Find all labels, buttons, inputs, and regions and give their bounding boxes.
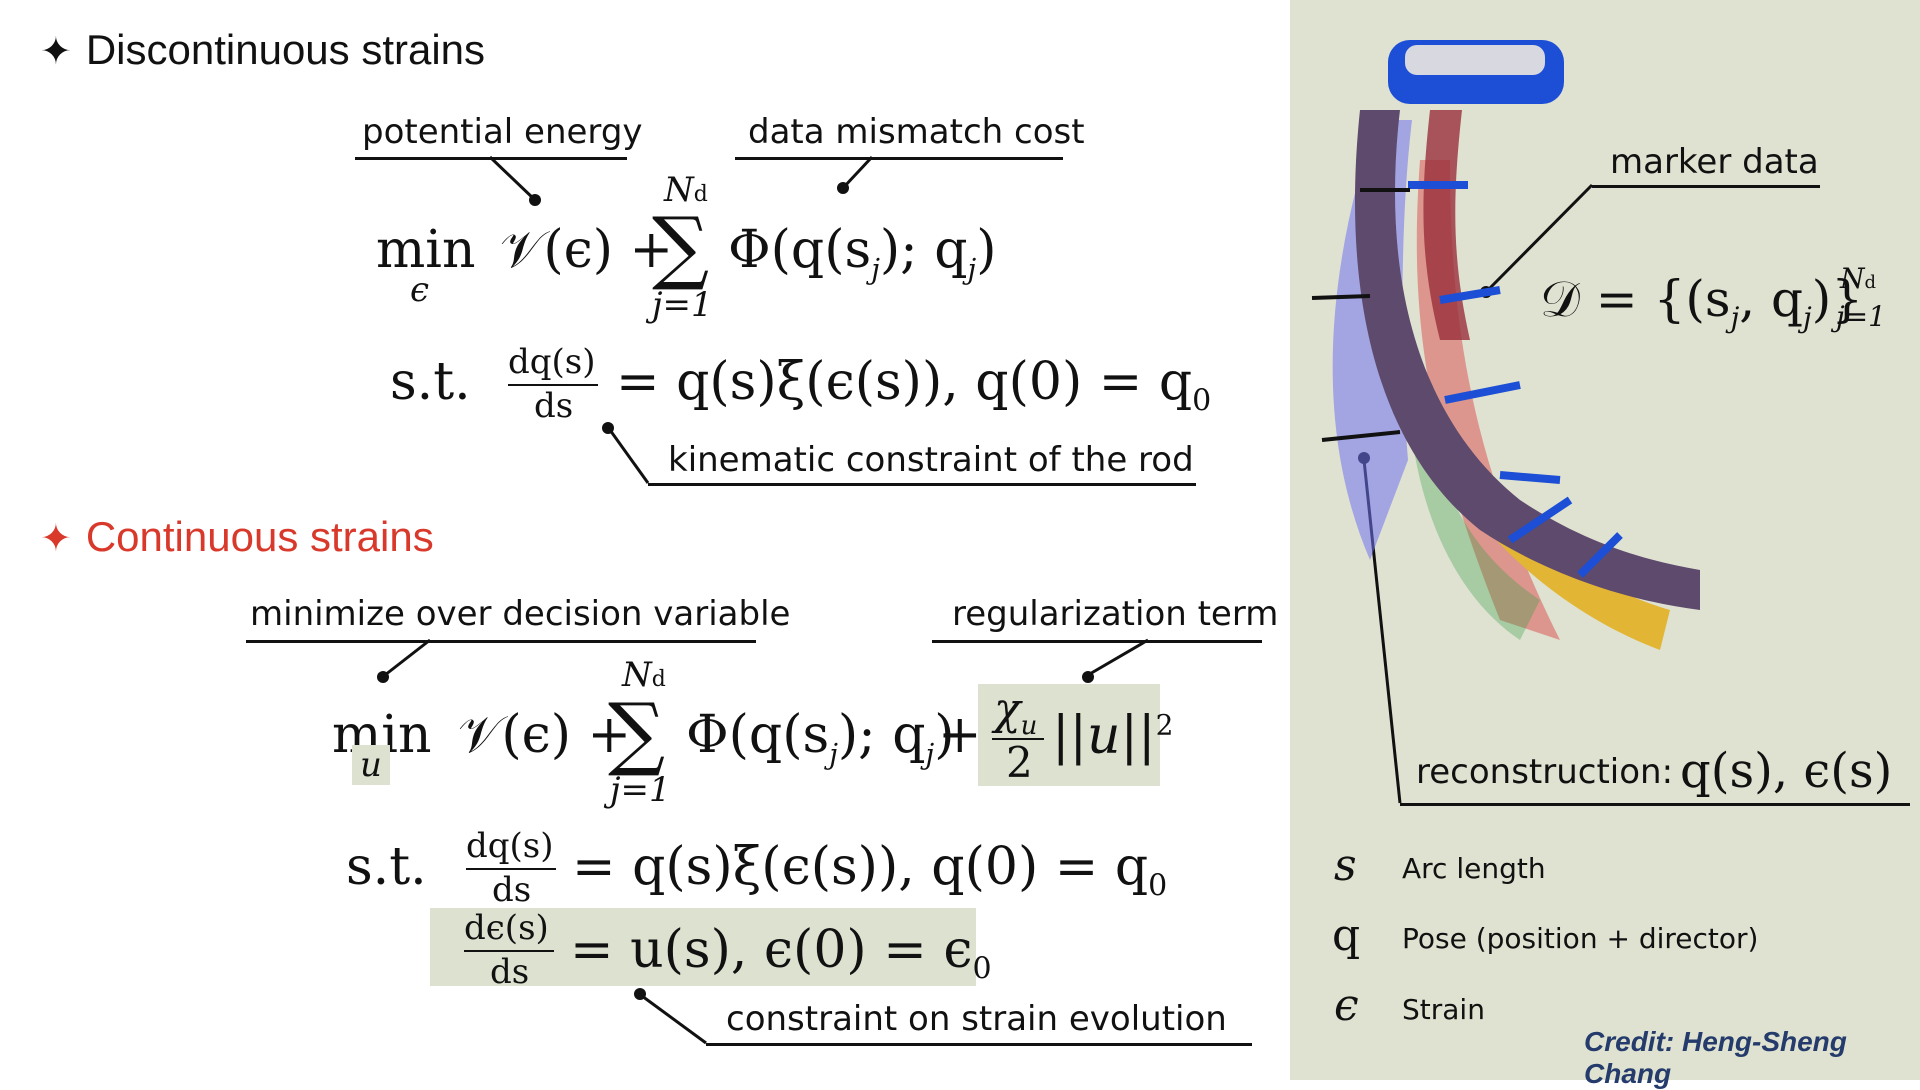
underline: [706, 1043, 1252, 1046]
annotation-potential-energy: potential energy: [362, 112, 643, 152]
base-mount-top: [1405, 45, 1545, 75]
sum-upper-limit: Nd: [622, 655, 666, 695]
min-subscript: u: [352, 745, 390, 785]
marker-arrows: [1311, 188, 1410, 442]
annotation-minimize: minimize over decision variable: [250, 594, 791, 634]
marker-rings: [1408, 181, 1623, 578]
frac-denominator: ds: [490, 952, 530, 992]
frac-numerator: dq(s): [466, 826, 554, 866]
purple-rod: [1355, 110, 1700, 610]
strain-constraint-highlight: [430, 908, 976, 986]
dataset-superscript: Nd: [1840, 262, 1877, 295]
soft-arm-illustration: [1311, 40, 1700, 650]
underline: [246, 640, 756, 643]
sum-symbol: ∑: [608, 686, 666, 779]
annotation-reconstruction: reconstruction:: [1416, 752, 1674, 792]
norm-term: ||u||2: [1052, 706, 1174, 766]
sum-lower-limit: j=1: [652, 285, 713, 325]
dataset-equation: 𝒟 = {(sj, qj)}: [1540, 270, 1864, 334]
strain-equation: = u(s), ϵ(0) = ϵ0: [570, 920, 992, 987]
objective-term: 𝒱(ϵ) +: [458, 705, 632, 765]
underline: [1592, 185, 1820, 188]
subject-to: s.t.: [390, 352, 471, 412]
min-operator: min: [376, 220, 476, 280]
frac-numerator: dϵ(s): [464, 908, 549, 948]
kinematic-equation: = q(s)ξ(ϵ(s)), q(0) = q0: [616, 352, 1212, 419]
objective-term: 𝒱(ϵ) +: [500, 220, 674, 280]
frac-denominator: ds: [534, 386, 574, 426]
section-title-continuous: ✦Continuous strains: [40, 513, 434, 560]
min-subscript: ϵ: [410, 270, 430, 310]
reconstruction-equation: q(s), ϵ(s): [1680, 743, 1893, 799]
subject-to: s.t.: [346, 837, 427, 897]
frac-bar: [466, 868, 556, 870]
annotation-strain-evolution: constraint on strain evolution: [726, 999, 1227, 1039]
frac-bar: [992, 738, 1044, 740]
credit-text: Credit: Heng-Sheng Chang: [1584, 1026, 1847, 1089]
legend-label: Pose (position + director): [1402, 922, 1759, 955]
underline: [648, 483, 1196, 486]
annotation-marker-data: marker data: [1610, 142, 1819, 182]
red-rod: [1423, 110, 1470, 340]
legend-label: Arc length: [1402, 852, 1546, 885]
regularization-highlight: [978, 684, 1160, 786]
legend-label: Strain: [1402, 993, 1485, 1026]
chi-denominator: 2: [1006, 738, 1033, 787]
frac-bar: [464, 950, 554, 952]
frac-denominator: ds: [492, 870, 532, 910]
legend-symbol: s: [1334, 840, 1357, 891]
underline: [932, 640, 1262, 643]
phi-term: Φ(q(sj); qj): [686, 705, 955, 771]
dataset-subscript: j=1: [1836, 300, 1886, 333]
section-title-discontinuous: ✦Discontinuous strains: [40, 26, 486, 73]
star-icon: ✦: [40, 518, 72, 560]
legend-symbol: ϵ: [1334, 980, 1359, 1031]
star-icon: ✦: [40, 31, 72, 73]
underline: [735, 157, 1063, 160]
sum-symbol: ∑: [652, 200, 710, 293]
frac-bar: [508, 384, 598, 386]
chi-numerator: χu: [994, 684, 1038, 741]
sum-lower-limit: j=1: [610, 770, 671, 810]
sum-upper-limit: Nd: [664, 170, 708, 210]
pointer-dots: [377, 182, 1492, 1000]
annotation-data-mismatch: data mismatch cost: [748, 112, 1085, 152]
plus-sign: +: [938, 705, 982, 765]
leader-lines: [384, 155, 1594, 1045]
kinematic-equation: = q(s)ξ(ϵ(s)), q(0) = q0: [572, 837, 1168, 904]
phi-term: Φ(q(sj); qj): [728, 220, 997, 286]
underline: [1400, 803, 1910, 806]
annotation-kinematic: kinematic constraint of the rod: [668, 440, 1194, 480]
legend-symbol: q: [1332, 910, 1361, 961]
annotation-regularization: regularization term: [952, 594, 1279, 634]
frac-numerator: dq(s): [508, 342, 596, 382]
